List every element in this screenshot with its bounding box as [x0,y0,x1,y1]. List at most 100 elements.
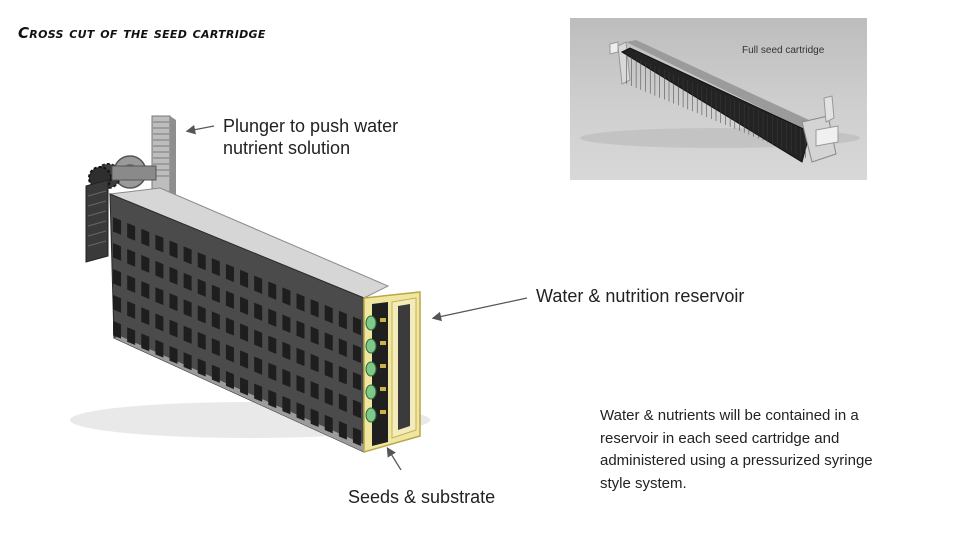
vent-slot [113,243,122,261]
vent-slot [211,338,220,357]
vent-slot [338,365,347,385]
vent-slot [141,228,150,247]
vent-slot [155,260,164,279]
vent-slot [254,275,263,294]
vent-slot [254,383,263,402]
vent-slot [324,414,333,434]
vent-slot [338,310,347,330]
ventilation-slots [113,217,361,446]
vent-slot [296,320,305,339]
vent-slot [127,275,136,293]
vent-slot [183,272,192,291]
vent-slot [310,381,319,400]
cross-cut-face [363,291,421,453]
vent-slot [310,299,319,318]
vent-slot [324,332,333,351]
vent-slot [352,399,361,419]
vent-slot [225,371,234,390]
vent-slot [282,314,291,333]
vent-slot [324,359,333,379]
vent-slot [113,269,122,287]
vent-slot [225,344,234,363]
vent-slot [338,421,347,440]
vent-slot [127,249,136,267]
vent-slot [240,323,249,342]
vent-slot [240,269,249,288]
vent-slot [183,299,192,318]
vent-slot [352,316,361,336]
seeds-label: Seeds & substrate [348,487,496,507]
vent-slot [169,266,178,285]
full-cartridge-photo: Full seed cartridge [570,18,867,180]
vent-slot [197,358,206,377]
vent-slot [197,331,206,350]
vent-slot [211,284,220,303]
vent-slot [254,302,263,321]
vent-slot [324,304,333,324]
vent-slot [282,368,291,388]
vent-slot [296,375,305,394]
vent-slot [254,329,263,348]
vent-slot [352,371,361,391]
vent-slot [268,389,277,409]
vent-slot [127,301,136,319]
vent-slot [113,294,122,313]
vent-slot [282,341,291,361]
vent-slot [310,353,319,373]
vent-slot [338,393,347,413]
vent-slot [296,347,305,367]
vent-slot [183,325,192,344]
vent-slot [338,338,347,357]
vent-slot [155,287,164,306]
vent-slot [141,254,150,273]
vent-slot [268,308,277,327]
rear-plate-ribs [87,190,107,247]
vent-slot [225,263,234,283]
plunger-label: Plunger to push water nutrient solution [223,116,399,158]
vent-slot [296,293,305,312]
vent-slot [127,222,136,241]
vent-slot [240,296,249,315]
vent-slot [310,408,319,428]
vent-slot [183,352,192,371]
seeds [365,315,386,423]
vent-slot [268,362,277,382]
vent-slot [268,335,277,354]
system-description: Water & nutrients will be contained in a… [600,407,873,492]
vent-slot [211,258,220,277]
full-cartridge-render [580,40,860,163]
vent-slot [352,344,361,363]
vent-slot [211,364,220,383]
vent-slot [211,311,220,330]
vent-slot [155,313,164,332]
vent-slot [169,345,178,364]
vent-slot [169,240,178,259]
photo-caption: Full seed cartridge [742,45,825,56]
vent-slot [254,356,263,375]
vent-slot [225,290,234,309]
vent-slot [324,387,333,406]
vent-slot [225,317,234,336]
reservoir-arrow [431,297,528,322]
vent-slot [240,350,249,369]
vent-slot [127,327,136,345]
vent-slot [155,339,164,358]
vent-slot [352,427,361,446]
vent-slot [141,307,150,326]
vent-slot [113,320,122,339]
vent-slot [197,305,206,324]
vent-slot [141,281,150,299]
vent-slot [141,333,150,352]
slide-title: Cross cut of the seed cartridge [18,24,266,42]
vent-slot [268,281,277,300]
vent-slot [183,246,192,265]
seeds-arrow [386,446,402,471]
vent-slot [240,377,249,396]
reservoir-label: Water & nutrition reservoir [536,286,745,306]
cartridge-bottom-edge [114,336,372,452]
vent-slot [282,396,291,415]
plunger-rack [151,115,176,198]
vent-slot [282,287,291,306]
